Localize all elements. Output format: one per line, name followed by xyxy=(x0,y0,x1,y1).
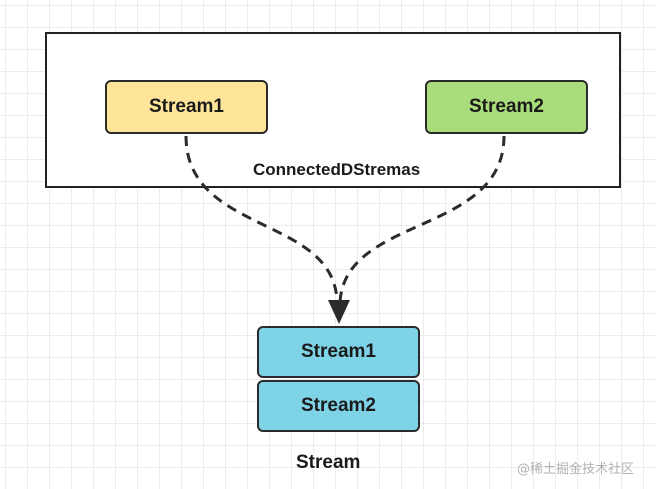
result-node-stream2: Stream2 xyxy=(257,380,420,432)
result-label: Stream xyxy=(296,452,361,473)
source-node-stream1: Stream1 xyxy=(105,80,268,134)
group-label: ConnectedDStremas xyxy=(253,160,421,179)
watermark: @稀土掘金技术社区 xyxy=(517,462,635,477)
arrow-head-icon xyxy=(328,300,350,324)
source-node-stream2: Stream2 xyxy=(425,80,588,134)
result-node-stream1: Stream1 xyxy=(257,326,420,378)
